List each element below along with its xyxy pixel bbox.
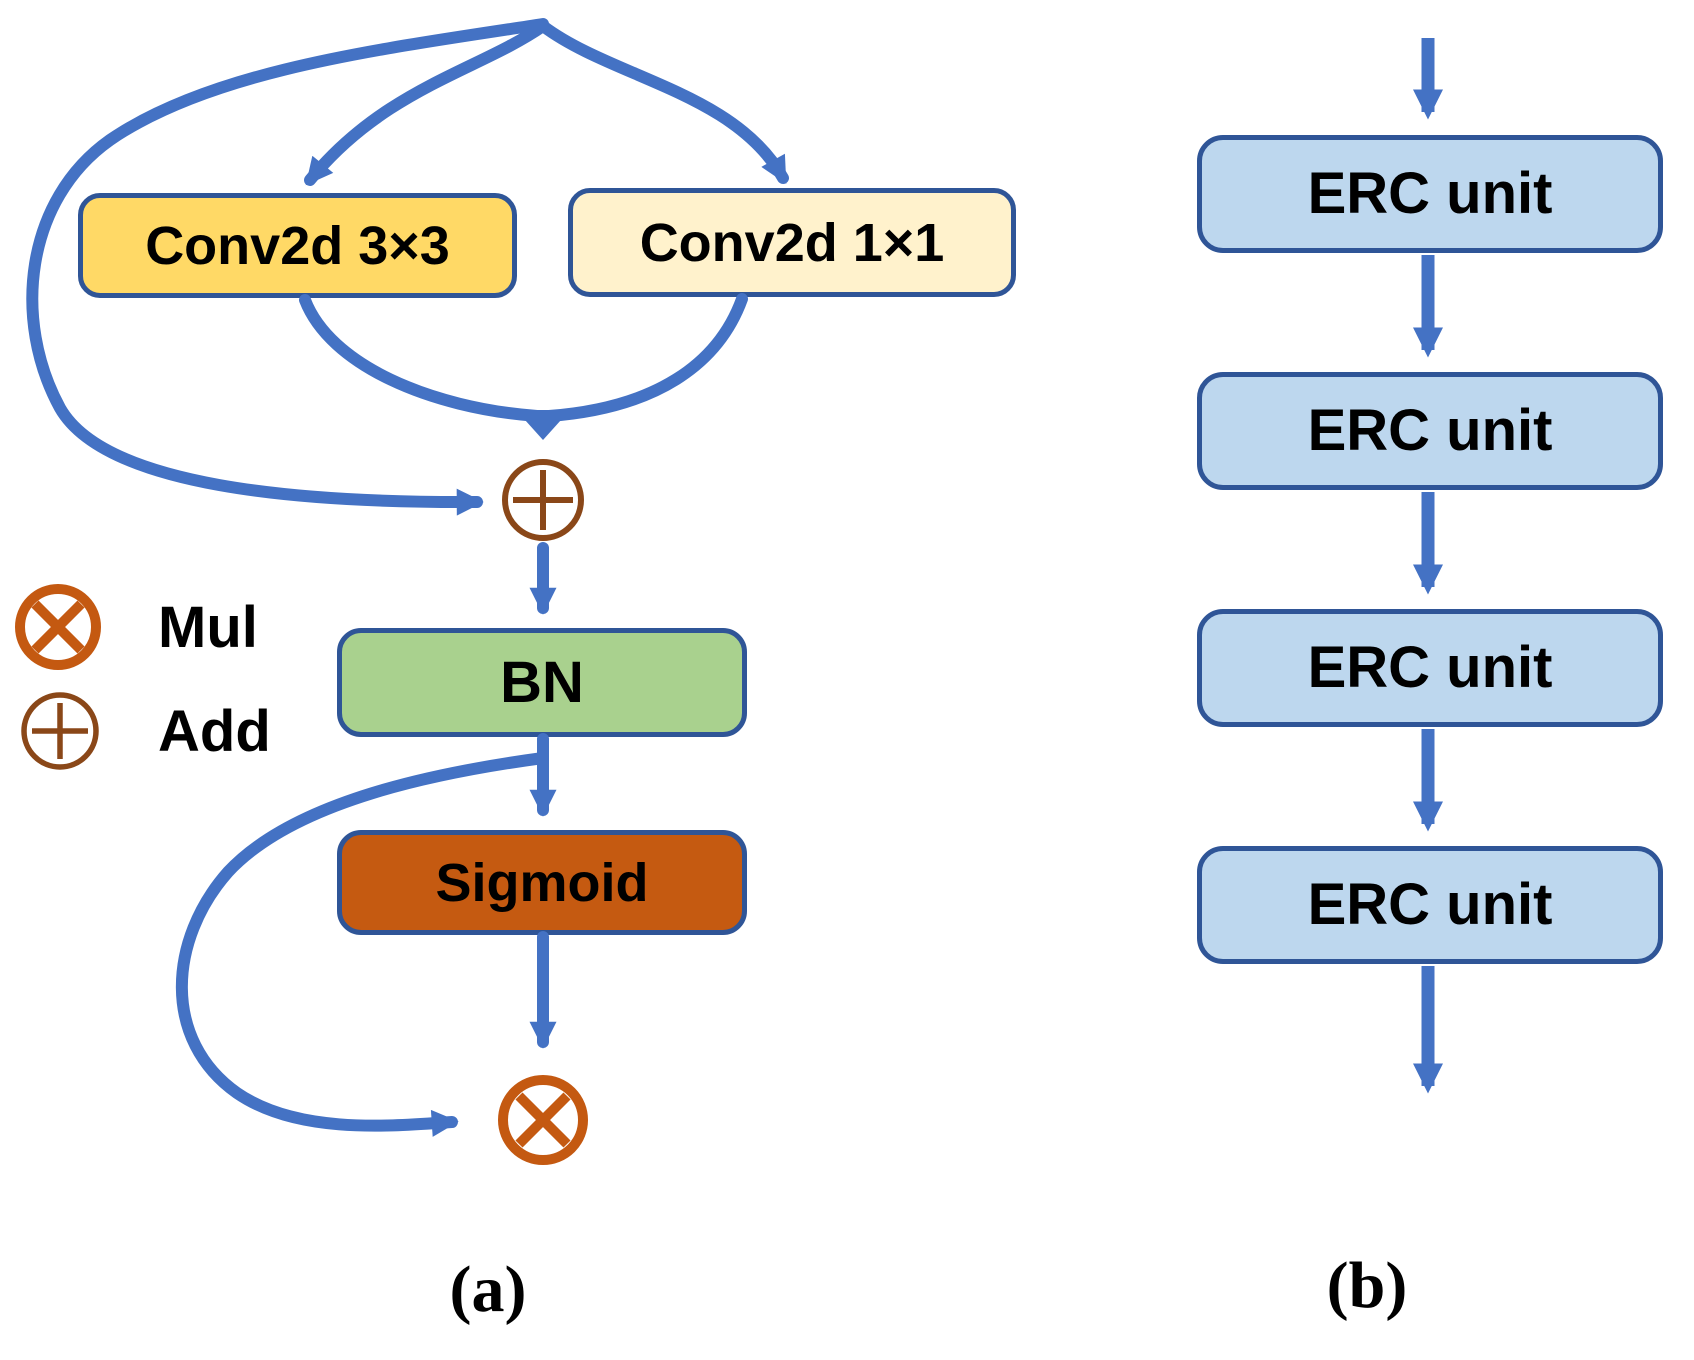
node-erc-unit-3-label: ERC unit [1307, 635, 1553, 700]
arrow-input-to-conv3x3 [304, 20, 549, 186]
arrow-input-to-conv1x1 [537, 20, 789, 184]
curve-conv3x3-to-merge [299, 294, 543, 422]
node-batchnorm: BN [337, 628, 747, 737]
node-batchnorm-label: BN [500, 649, 584, 715]
node-erc-unit-3: ERC unit [1197, 609, 1663, 727]
legend-add-icon [21, 692, 99, 770]
node-sigmoid-label: Sigmoid [435, 852, 649, 913]
legend-mul-icon [15, 584, 101, 670]
caption-panel-a: (a) [449, 1253, 527, 1326]
mul-operator-icon [498, 1075, 588, 1165]
node-conv2d-3x3: Conv2d 3×3 [78, 193, 517, 298]
legend-add-label: Add [158, 698, 271, 764]
node-sigmoid: Sigmoid [337, 830, 747, 935]
node-erc-unit-1-label: ERC unit [1307, 161, 1553, 226]
merge-arrowhead [516, 410, 570, 440]
arrow-bn-skip-to-mul [175, 752, 549, 1137]
node-conv2d-3x3-label: Conv2d 3×3 [145, 215, 450, 276]
node-erc-unit-2-label: ERC unit [1307, 398, 1553, 463]
node-conv2d-1x1-label: Conv2d 1×1 [639, 212, 945, 273]
legend-mul-label: Mul [158, 594, 258, 660]
curve-conv1x1-to-merge [543, 293, 748, 422]
node-erc-unit-4: ERC unit [1197, 846, 1663, 964]
node-erc-unit-4-label: ERC unit [1307, 872, 1553, 937]
add-operator-icon [502, 459, 584, 541]
node-erc-unit-1: ERC unit [1197, 135, 1663, 253]
caption-panel-b: (b) [1326, 1249, 1408, 1322]
node-conv2d-1x1: Conv2d 1×1 [568, 188, 1016, 297]
node-erc-unit-2: ERC unit [1197, 372, 1663, 490]
